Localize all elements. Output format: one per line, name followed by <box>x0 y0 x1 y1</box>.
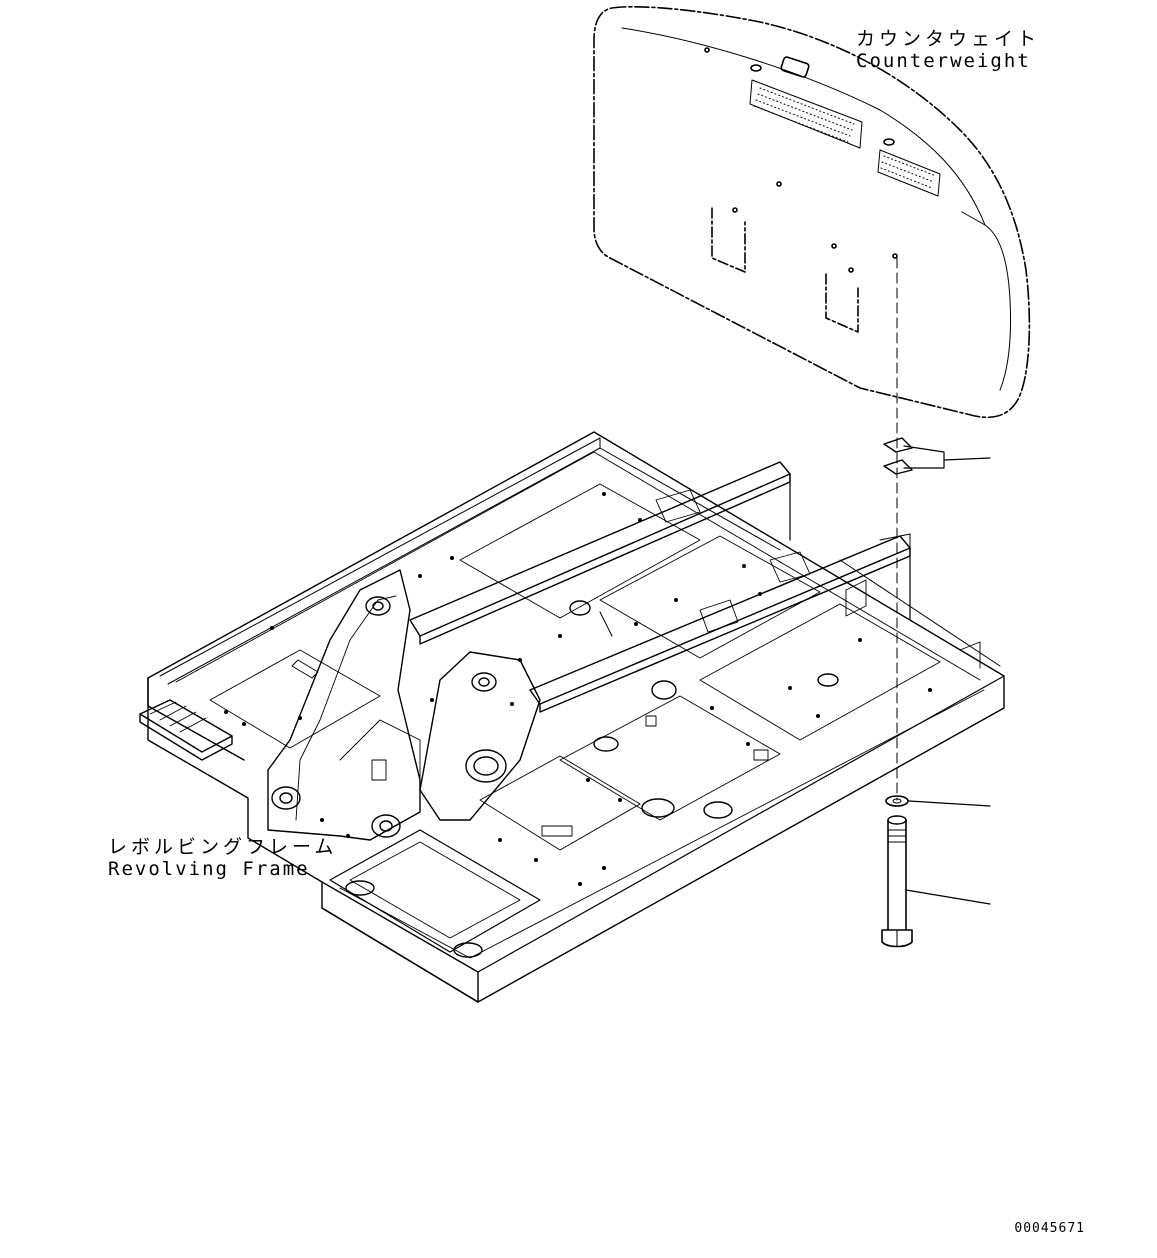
revolving-frame-label-en: Revolving Frame <box>108 858 310 880</box>
counterweight-label: カウンタウェイト Counterweight <box>856 28 1040 72</box>
counterweight-label-en: Counterweight <box>856 50 1031 72</box>
leader-bolt <box>905 889 991 905</box>
revolving-frame-label: レボルビングフレーム Revolving Frame <box>108 836 337 880</box>
counterweight <box>593 5 1031 419</box>
counterweight-label-jp: カウンタウェイト <box>856 28 1041 50</box>
revolving-frame-label-jp: レボルビングフレーム <box>108 836 338 858</box>
counterweight-vent-right <box>877 149 941 197</box>
revolving-frame <box>139 431 1005 1003</box>
diagram-id: 00045671 <box>1014 1221 1085 1236</box>
leader-shim <box>943 457 991 461</box>
shim-pair <box>883 437 991 475</box>
leader-washer <box>908 800 991 807</box>
washer <box>885 795 991 807</box>
bolt <box>881 815 991 948</box>
counterweight-vent-left <box>749 79 863 149</box>
